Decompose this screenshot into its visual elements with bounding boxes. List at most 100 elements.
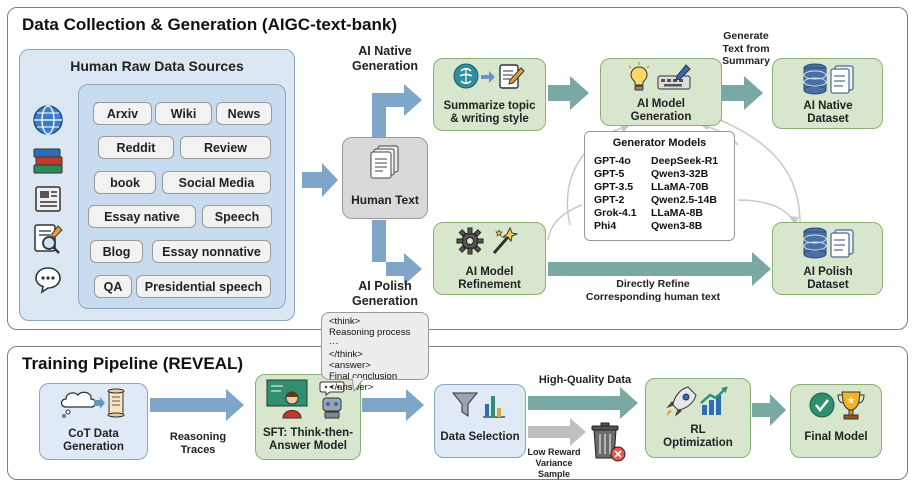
source-pill: Presidential speech bbox=[136, 275, 271, 298]
document-search-icon bbox=[31, 222, 65, 256]
low-reward-label: Low Reward Variance Sample bbox=[527, 447, 581, 479]
data-selection-label: Data Selection bbox=[440, 431, 520, 443]
source-pill: Arxiv bbox=[93, 102, 152, 125]
ai-native-generation-label: AI Native Generation bbox=[352, 44, 418, 73]
arrow-low-reward bbox=[528, 418, 586, 446]
books-icon bbox=[31, 145, 65, 175]
bubble-line: </answer> bbox=[329, 382, 374, 393]
bubble-line: </think> bbox=[329, 349, 363, 360]
arrow-human-to-native bbox=[372, 84, 422, 140]
source-pill: Reddit bbox=[98, 136, 174, 159]
model-name: LLaMA-70B bbox=[651, 181, 709, 193]
generate-from-summary-label: Generate Text from Summary bbox=[722, 30, 770, 67]
globe-icon bbox=[32, 104, 64, 136]
gear-icon bbox=[456, 227, 484, 255]
cot-data-generation-label: CoT Data Generation bbox=[63, 428, 124, 453]
model-name: GPT-2 bbox=[594, 194, 625, 206]
database-icon bbox=[799, 226, 859, 260]
final-model-label: Final Model bbox=[804, 431, 868, 443]
model-generation-label: AI Model Generation bbox=[630, 98, 692, 123]
arrow-sft-to-selection bbox=[362, 389, 424, 421]
bubble-line: <answer> bbox=[329, 360, 371, 371]
source-pill: Review bbox=[180, 136, 271, 159]
source-pill: book bbox=[94, 171, 156, 194]
rl-optimization-label: RL Optimization bbox=[663, 424, 733, 449]
summarize-box bbox=[433, 58, 546, 131]
arrow-rl-to-final bbox=[752, 394, 786, 426]
model-name: Phi4 bbox=[594, 220, 617, 232]
generator-models-right: DeepSeek-R1 Qwen3-32B LLaMA-70B Qwen2.5-… bbox=[651, 155, 718, 233]
ai-polish-dataset-box bbox=[772, 222, 883, 295]
bubble-line: <think> bbox=[329, 316, 361, 327]
curve-generation-to-polish-dataset bbox=[719, 119, 801, 226]
high-quality-label: High-Quality Data bbox=[538, 374, 632, 386]
source-pill: Essay native bbox=[88, 205, 196, 228]
model-name: Qwen3-8B bbox=[651, 220, 703, 232]
database-icon bbox=[799, 62, 859, 96]
human-text-documents-icon bbox=[369, 144, 401, 180]
model-name: GPT-5 bbox=[594, 168, 625, 180]
generator-models-left: GPT-4o GPT-5 GPT-3.5 GPT-2 Grok-4.1 Phi4 bbox=[594, 155, 637, 233]
magic-wand-icon bbox=[490, 226, 519, 256]
sft-model-label: SFT: Think-then-Answer Model bbox=[262, 427, 354, 452]
training-pipeline-title: Training Pipeline (REVEAL) bbox=[22, 354, 244, 373]
curve-models-to-refinement bbox=[547, 204, 583, 241]
ai-polish-generation-label: AI Polish Generation bbox=[352, 279, 418, 308]
arrow-human-to-polish bbox=[372, 220, 422, 285]
human-text-label: Human Text bbox=[351, 193, 419, 207]
ai-native-dataset-box bbox=[772, 58, 883, 129]
filter-chart-icon bbox=[451, 390, 507, 420]
trash-icon bbox=[588, 422, 628, 464]
data-collection-title: Data Collection & Generation (AIGC-text-… bbox=[22, 15, 397, 34]
lightbulb-icon bbox=[626, 62, 652, 92]
model-generation-box bbox=[600, 58, 722, 126]
reasoning-traces-label: Reasoning Traces bbox=[169, 431, 227, 456]
arrow-cot-to-sft bbox=[150, 389, 244, 421]
model-name: Qwen2.5-14B bbox=[651, 194, 717, 206]
rocket-chart-icon bbox=[664, 383, 732, 419]
source-pill: Blog bbox=[90, 240, 143, 263]
ai-polish-dataset-label: AI Polish Dataset bbox=[803, 266, 853, 291]
arrow-right-icon bbox=[481, 70, 495, 83]
generator-models-title: Generator Models bbox=[612, 137, 707, 149]
brain-icon bbox=[452, 62, 480, 90]
rl-optimization-box bbox=[645, 378, 751, 458]
arrow-summarize-to-generation bbox=[548, 76, 589, 110]
ai-native-dataset-label: AI Native Dataset bbox=[803, 100, 853, 125]
model-name: Grok-4.1 bbox=[594, 207, 637, 219]
arrow-generation-to-native-dataset bbox=[722, 76, 763, 110]
generator-models-box bbox=[584, 131, 735, 241]
cot-data-generation-box bbox=[39, 383, 148, 460]
keyboard-icon bbox=[656, 63, 694, 91]
source-pill: Speech bbox=[202, 205, 272, 228]
model-name: GPT-3.5 bbox=[594, 181, 634, 193]
final-model-box bbox=[790, 384, 882, 458]
chat-bubble-icon bbox=[33, 265, 63, 295]
reasoning-format-bubble: <think> Reasoning process ··· </think> <… bbox=[321, 312, 429, 393]
bubble-line: Reasoning process ··· bbox=[329, 327, 411, 349]
arrow-high-quality bbox=[528, 387, 638, 419]
refine-label: Directly Refine Corresponding human text bbox=[585, 278, 721, 303]
source-pill: Essay nonnative bbox=[152, 240, 271, 263]
model-refinement-label: AI Model Refinement bbox=[458, 266, 521, 291]
bubble-line: Final conclusion bbox=[329, 371, 398, 382]
newspaper-icon bbox=[32, 184, 64, 214]
writing-icon bbox=[497, 62, 525, 90]
model-name: GPT-4o bbox=[594, 155, 631, 167]
arrow-sources-to-human-text bbox=[302, 163, 338, 197]
thought-scroll-icon bbox=[58, 387, 128, 419]
data-selection-box bbox=[434, 384, 526, 458]
source-pill: Wiki bbox=[155, 102, 212, 125]
source-pill: Social Media bbox=[162, 171, 271, 194]
robot-icon bbox=[316, 380, 348, 420]
source-pill: News bbox=[216, 102, 272, 125]
model-name: Qwen3-32B bbox=[651, 168, 709, 180]
bubble-tail bbox=[351, 378, 365, 392]
sources-title: Human Raw Data Sources bbox=[70, 58, 244, 74]
summarize-label: Summarize topic & writing style bbox=[443, 100, 536, 125]
model-refinement-box bbox=[433, 222, 546, 295]
model-name: LLaMA-8B bbox=[651, 207, 703, 219]
source-pill: QA bbox=[94, 275, 132, 298]
